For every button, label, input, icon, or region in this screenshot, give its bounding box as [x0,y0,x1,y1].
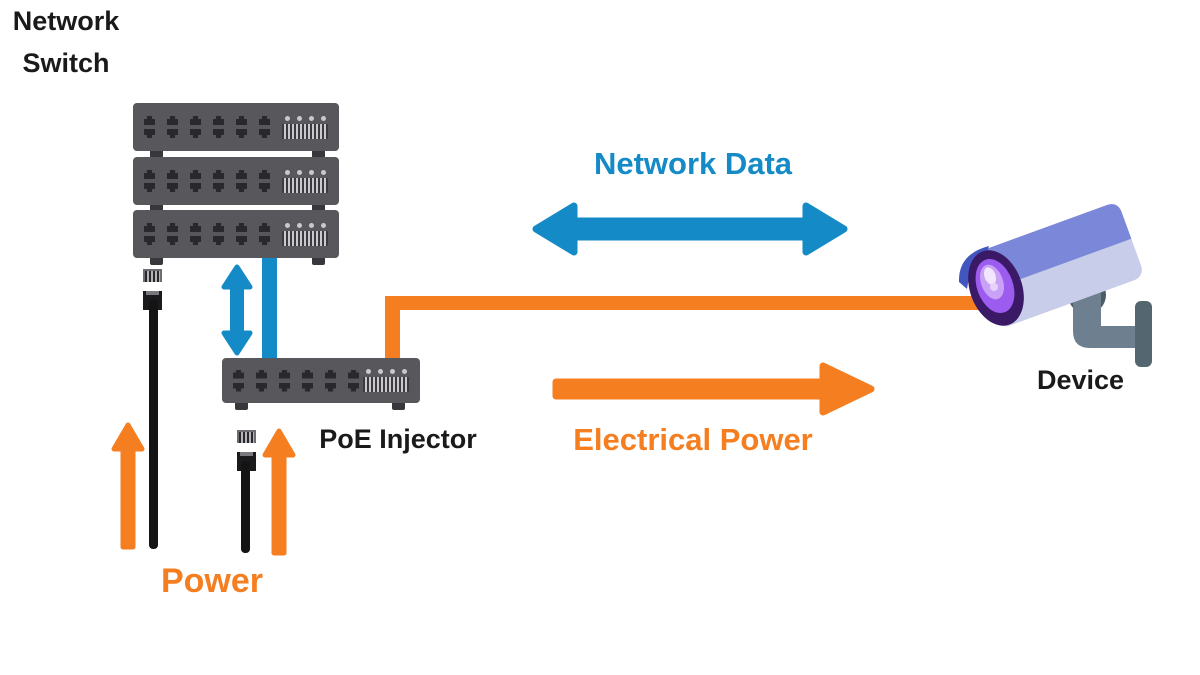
led-dot [320,115,326,121]
ethernet-port-pair [259,170,270,192]
device-label: Device [1036,365,1125,395]
ethernet-port-pair [236,116,247,138]
vent-grille-icon [363,377,409,392]
security-camera-icon [958,204,1152,367]
ethernet-port-pair [279,369,290,392]
port-row [144,116,270,138]
vent-grille-icon [282,177,328,193]
port-row [233,369,359,392]
status-panel [282,169,328,193]
ethernet-port-pair [190,116,201,138]
ethernet-port-pair [144,116,155,138]
led-dot [296,222,302,228]
power-up-arrow-icon [262,428,296,556]
ethernet-port-pair [302,369,313,392]
data-up-down-arrow-icon [221,264,253,356]
ethernet-port-pair [325,369,336,392]
camera-mount-arm [1073,293,1139,348]
power-label: Power [160,562,264,600]
network-switch-unit-1 [133,103,339,151]
led-dot [296,115,302,121]
ethernet-port-pair [213,223,224,245]
led-dot [308,222,314,228]
vent-grille-icon [282,123,328,139]
electrical-power-label: Electrical Power [573,422,813,457]
led-indicators [284,169,326,175]
poe-injector-device [222,358,420,403]
power-cable-1 [149,300,158,549]
status-panel [282,115,328,139]
power-cable-2 [241,461,250,553]
ethernet-port-pair [167,116,178,138]
led-dot [284,169,290,175]
camera-mount-plate [1135,301,1152,367]
led-indicators [365,369,407,374]
status-panel [282,222,328,246]
injector-to-device-cable-horizontal [385,296,997,310]
led-dot [365,369,371,374]
led-indicators [284,222,326,228]
ethernet-port-pair [259,223,270,245]
led-dot [284,222,290,228]
led-dot [308,115,314,121]
ethernet-port-pair [236,223,247,245]
ethernet-port-pair [144,223,155,245]
led-dot [284,115,290,121]
led-dot [401,369,407,374]
ethernet-port-pair [236,170,247,192]
status-panel [363,369,409,392]
network-switch-unit-3 [133,210,339,258]
ethernet-port-pair [213,170,224,192]
ethernet-port-pair [213,116,224,138]
network-switch-unit-2 [133,157,339,205]
vent-grille-icon [282,230,328,246]
rj45-pins [143,269,162,282]
led-dot [320,169,326,175]
ethernet-port-pair [233,369,244,392]
led-dot [296,169,302,175]
switch-to-injector-cable [262,250,277,362]
ethernet-port-pair [256,369,267,392]
poe-injector-label: PoE Injector [319,424,477,454]
network-switch-label: Network Switch [12,6,120,78]
ethernet-port-pair [348,369,359,392]
network-data-arrow-icon [532,202,848,256]
ethernet-port-pair [259,116,270,138]
rj45-pins [237,430,256,443]
led-dot [320,222,326,228]
port-row [144,223,270,245]
network-data-label: Network Data [593,146,793,181]
ethernet-port-pair [167,170,178,192]
led-dot [389,369,395,374]
electrical-power-arrow-icon [552,362,875,416]
ethernet-port-pair [144,170,155,192]
camera-lens [968,250,1024,326]
ethernet-port-pair [190,170,201,192]
ethernet-port-pair [167,223,178,245]
led-indicators [284,115,326,121]
led-dot [308,169,314,175]
led-dot [377,369,383,374]
injector-to-device-cable-vertical [385,296,400,362]
port-row [144,170,270,192]
ethernet-port-pair [190,223,201,245]
power-up-arrow-icon [111,422,145,550]
